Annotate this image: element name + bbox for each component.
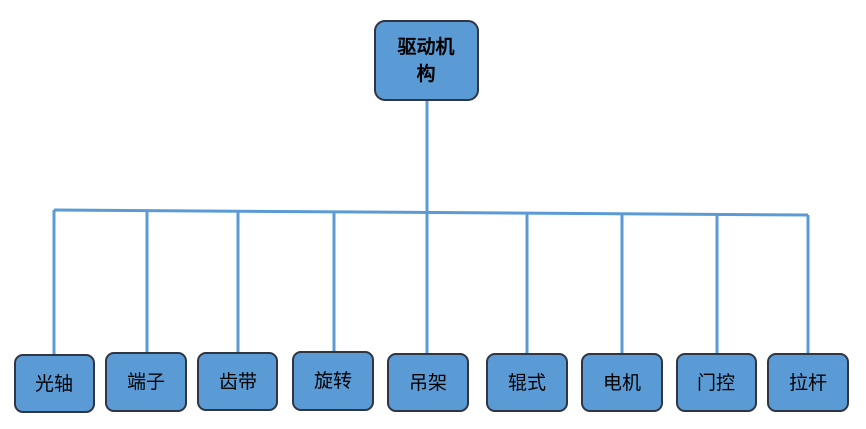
- child-label-6: 辊式: [508, 372, 546, 394]
- child-label-4: 旋转: [314, 370, 352, 392]
- horizontal-bus: [53, 208, 809, 217]
- child-node-5: 吊架: [387, 353, 469, 412]
- child-label-3: 齿带: [219, 371, 257, 393]
- root-label-line1: 驱动机: [397, 36, 454, 58]
- child-node-1: 光轴: [14, 354, 95, 413]
- child-node-6: 辊式: [486, 353, 568, 412]
- child-label-2: 端子: [127, 371, 165, 393]
- connectors: [52, 101, 810, 355]
- child-label-1: 光轴: [35, 373, 73, 395]
- child-label-8: 门控: [697, 372, 735, 394]
- child-node-2: 端子: [105, 352, 187, 412]
- child-node-3: 齿带: [197, 352, 278, 411]
- child-label-9: 拉杆: [789, 372, 827, 394]
- child-node-8: 门控: [676, 353, 757, 412]
- root-node: 驱动机 构: [374, 20, 479, 101]
- child-node-7: 电机: [581, 353, 663, 412]
- child-node-4: 旋转: [292, 351, 374, 411]
- child-label-7: 电机: [603, 372, 641, 394]
- child-label-5: 吊架: [409, 372, 447, 394]
- root-label-line2: 构: [416, 62, 435, 85]
- child-node-9: 拉杆: [767, 353, 849, 412]
